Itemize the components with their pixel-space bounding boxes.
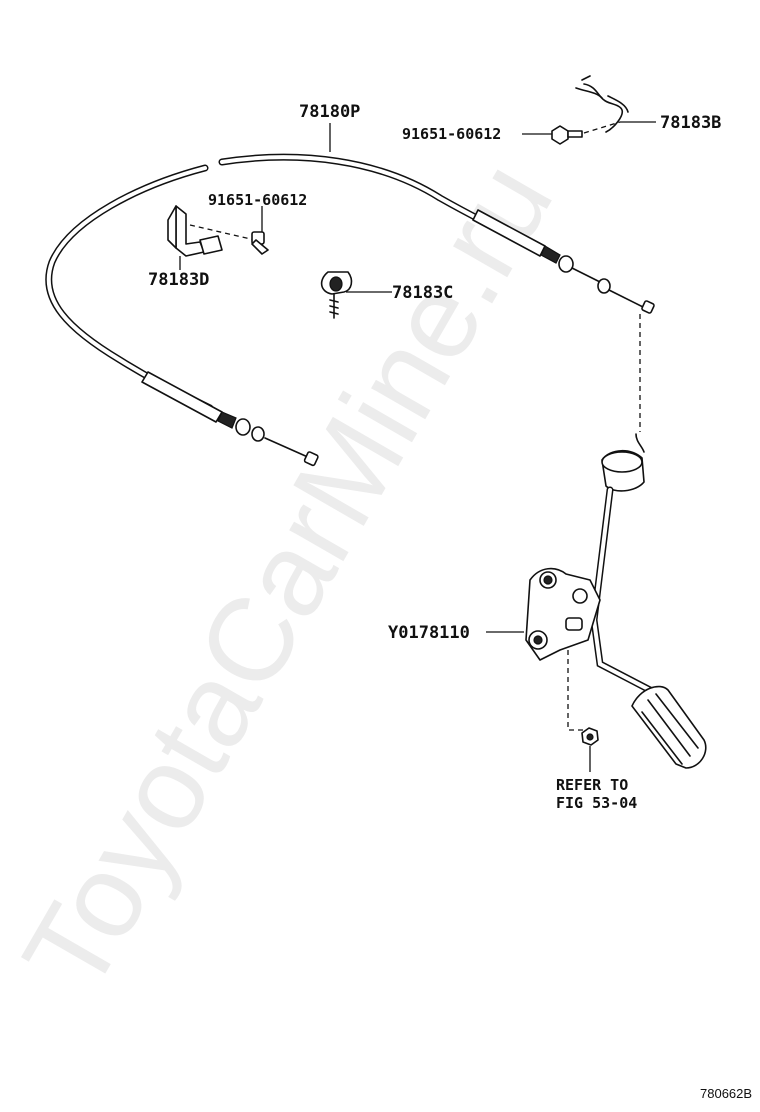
label-refer-line2: FIG 53-04 xyxy=(556,794,637,812)
label-78183c: 78183C xyxy=(392,283,453,303)
watermark-text: ToyotaCarMine.ru xyxy=(0,140,578,1013)
leader-lines xyxy=(179,121,656,772)
accelerator-cable xyxy=(45,153,655,467)
label-bolt-top: 91651-60612 xyxy=(402,125,501,143)
nut-icon xyxy=(581,727,599,746)
clip-78183b-icon xyxy=(575,75,629,133)
label-78183b: 78183B xyxy=(660,113,721,133)
label-bolt-mid: 91651-60612 xyxy=(208,191,307,209)
label-78180p: 78180P xyxy=(299,102,360,122)
bracket-78183d-icon xyxy=(167,205,223,257)
bolt-mid-icon xyxy=(251,231,269,255)
bolt-top-icon xyxy=(551,125,583,145)
label-y0178110: Y0178110 xyxy=(388,623,470,643)
label-refer-line1: REFER TO xyxy=(556,776,628,794)
clamp-78183c-icon xyxy=(320,271,353,319)
label-78183d: 78183D xyxy=(148,270,209,290)
accelerator-pedal-icon xyxy=(525,314,707,769)
figure-number: 780662B xyxy=(700,1086,752,1101)
